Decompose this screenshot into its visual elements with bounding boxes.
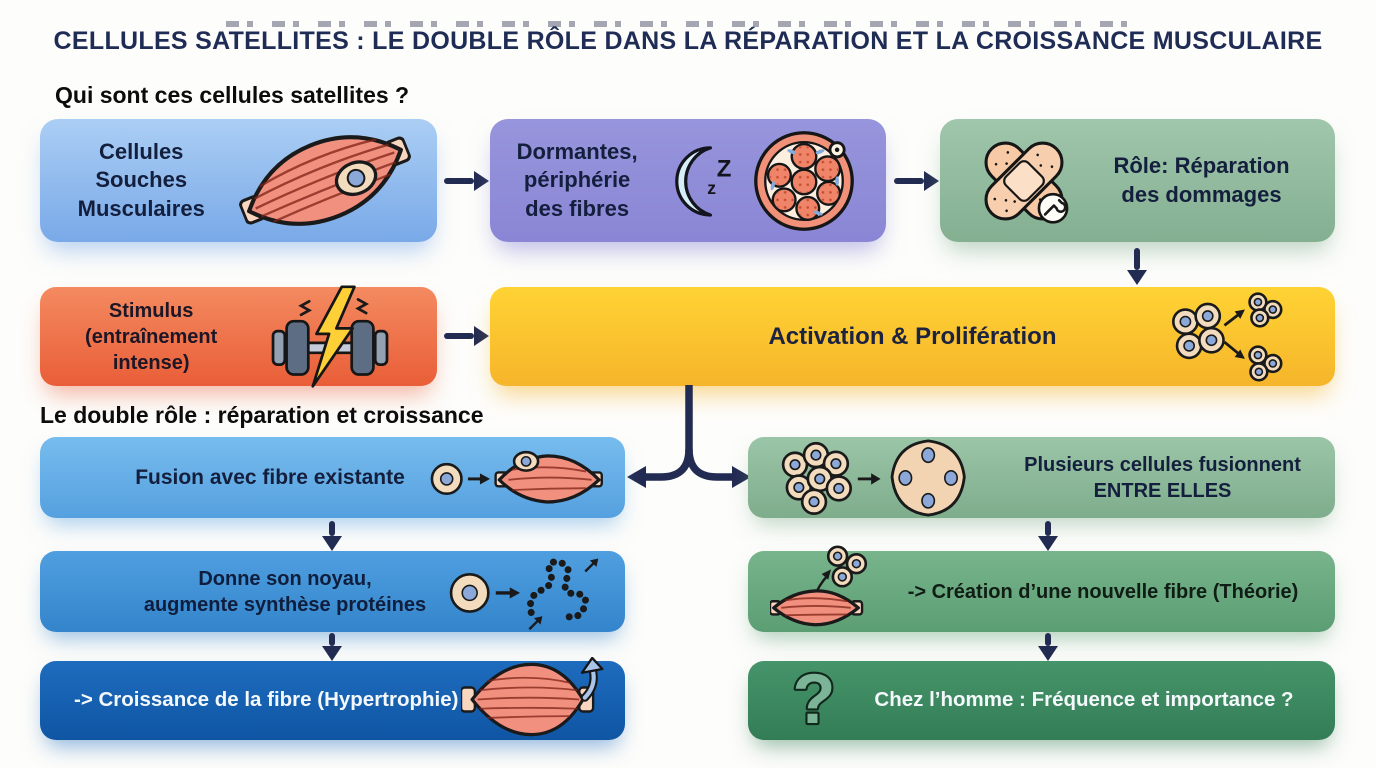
- split-connector: [627, 385, 751, 488]
- fiber-cross-section-icon: [754, 130, 855, 231]
- dormant-label: Dormantes, périphérie des fibres: [516, 138, 638, 221]
- arrow-down-left-1: [322, 521, 342, 551]
- activation-label: Activation & Prolifération: [768, 322, 1057, 350]
- fiber-growth-arrow-icon: [461, 657, 604, 737]
- stem-cells-label: Cellules Souches Musculaires: [77, 138, 205, 221]
- arrow-down-right-2: [1038, 633, 1058, 661]
- box-activation: Activation & Prolifération: [490, 287, 1335, 386]
- nucleus-label: Donne son noyau, augmente synthèse proté…: [143, 567, 427, 616]
- cell-to-fiber-fusion-icon: [430, 450, 603, 504]
- dumbbell-lightning-icon: [271, 284, 389, 388]
- new-fiber-cells-icon: [770, 545, 868, 627]
- stimulus-label: Stimulus (entraînement intense): [85, 299, 218, 374]
- box-stimulus: Stimulus (entraînement intense): [40, 284, 437, 388]
- box-cells-fuse: Plusieurs cellules fusionnent ENTRE ELLE…: [748, 437, 1335, 518]
- box-fusion-existing: Fusion avec fibre existante: [40, 437, 625, 518]
- cropped-text-artifact: [226, 21, 1141, 27]
- fuse-label-line1: Plusieurs cellules fusionnent: [1024, 453, 1301, 476]
- box-fiber-growth: -> Croissance de la fibre (Hypertrophie): [40, 657, 625, 740]
- repair-label: Rôle: Réparation des dommages: [1113, 152, 1290, 207]
- arrow-right-2: [894, 171, 939, 191]
- section-heading-who: Qui sont ces cellules satellites ?: [55, 82, 410, 108]
- new-fiber-label: -> Création d’une nouvelle fibre (Théori…: [907, 580, 1299, 603]
- box-new-fiber: -> Création d’une nouvelle fibre (Théori…: [748, 545, 1335, 632]
- bandage-repair-icon: [984, 140, 1069, 224]
- muscle-fiber-cell-icon: [239, 135, 412, 226]
- moon-sleep-icon: z Z: [675, 145, 732, 217]
- box-dormant: Dormantes, périphérie des fibres z Z: [490, 119, 886, 242]
- cell-proliferation-icon: [1172, 292, 1283, 382]
- arrow-down-right-1: [1038, 521, 1058, 551]
- section-heading-double-role: Le double rôle : réparation et croissanc…: [40, 402, 484, 428]
- arrow-right-1: [444, 171, 489, 191]
- box-gives-nucleus: Donne son noyau, augmente synthèse proté…: [40, 551, 625, 632]
- nucleus-protein-synthesis-icon: [449, 558, 599, 631]
- box-human-question: ? Chez l’homme : Fréquence et importance…: [748, 661, 1335, 740]
- arrow-down-left-2: [322, 633, 342, 661]
- svg-text:Z: Z: [717, 155, 732, 182]
- arrow-down-repair: [1127, 248, 1147, 285]
- human-label: Chez l’homme : Fréquence et importance ?: [874, 688, 1294, 712]
- question-mark-icon: ?: [790, 662, 837, 738]
- growth-label: -> Croissance de la fibre (Hypertrophie): [74, 688, 459, 712]
- box-repair-role: Rôle: Réparation des dommages: [940, 119, 1335, 242]
- page-title: CELLULES SATELLITES : LE DOUBLE RÔLE DAN…: [53, 27, 1323, 55]
- fuse-label-line2: ENTRE ELLES: [1093, 479, 1232, 502]
- svg-text:z: z: [707, 178, 716, 198]
- box-stem-cells: Cellules Souches Musculaires: [40, 119, 437, 242]
- svg-text:?: ?: [793, 662, 836, 738]
- cells-fuse-together-icon: [781, 439, 966, 517]
- arrow-right-3: [444, 326, 489, 346]
- fusion-label: Fusion avec fibre existante: [135, 465, 405, 489]
